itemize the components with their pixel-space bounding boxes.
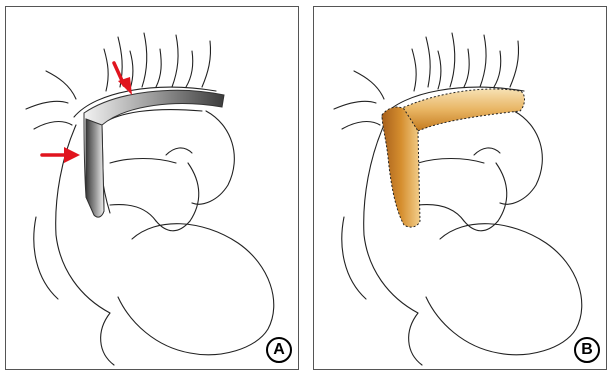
heart-outline [26, 33, 274, 365]
graft-conduit-grey [84, 90, 224, 217]
arrow-left [42, 147, 80, 163]
arrow-top [114, 63, 132, 95]
heart-illustration-a [6, 7, 300, 371]
panel-b: B [313, 6, 607, 370]
panel-label-b: B [574, 337, 600, 363]
panel-a: A [5, 6, 299, 370]
heart-illustration-b [314, 7, 608, 371]
graft-limb-grey [86, 119, 104, 217]
panel-label-a: A [266, 337, 292, 363]
heart-outline [334, 33, 582, 365]
